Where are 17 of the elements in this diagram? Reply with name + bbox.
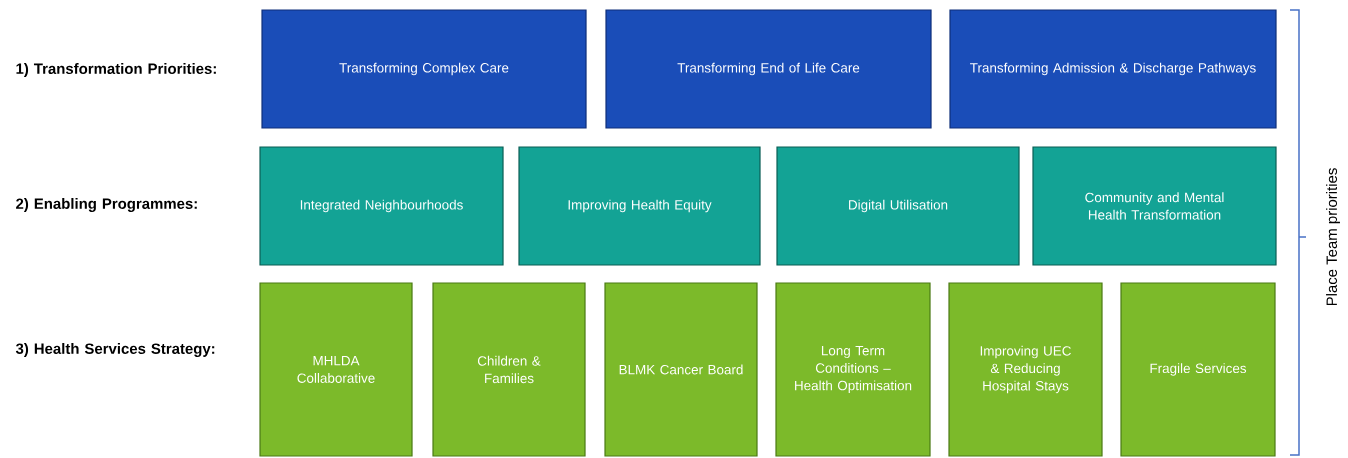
strategy-box: Children & Families — [432, 282, 586, 457]
programme-box: Integrated Neighbourhoods — [259, 146, 504, 266]
programme-box: Digital Utilisation — [776, 146, 1020, 266]
priority-box: Transforming End of Life Care — [605, 9, 932, 129]
row-label: 3) Health Services Strategy: — [15, 343, 215, 357]
row-label: 1) Transformation Priorities: — [16, 63, 216, 77]
strategy-box: Improving UEC & Reducing Hospital Stays — [948, 282, 1103, 457]
priority-box: Transforming Complex Care — [261, 9, 587, 129]
priority-box: Transforming Admission & Discharge Pathways — [949, 9, 1277, 129]
programme-box: Community and Mental Health Transformation — [1032, 146, 1277, 266]
strategy-box: MHLDA Collaborative — [259, 282, 413, 457]
strategy-box: Long Term Conditions – Health Optimisation — [775, 282, 931, 457]
strategy-box: Fragile Services — [1120, 282, 1276, 457]
bracket-label: Place Team priorities — [1326, 168, 1340, 306]
strategy-box: BLMK Cancer Board — [604, 282, 758, 457]
row-label: 2) Enabling Programmes: — [16, 198, 197, 212]
programme-box: Improving Health Equity — [518, 146, 761, 266]
